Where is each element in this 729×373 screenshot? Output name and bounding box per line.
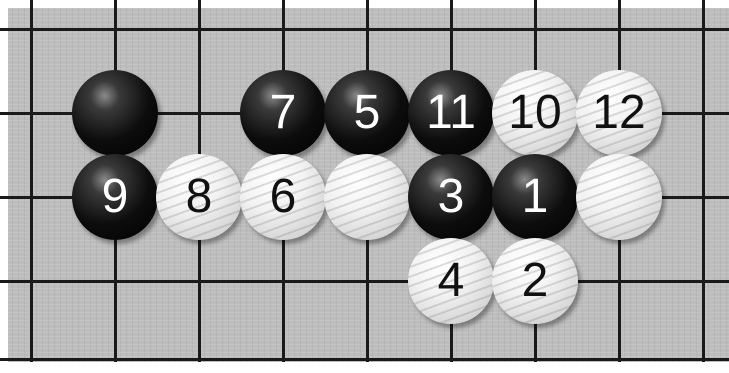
grid-line-v (702, 0, 705, 373)
black-stone: 3 (408, 154, 494, 240)
white-stone: 10 (492, 70, 578, 156)
move-number (72, 70, 158, 156)
white-stone (324, 154, 410, 240)
move-number: 3 (408, 154, 494, 240)
white-stone: 6 (240, 154, 326, 240)
move-number: 12 (576, 70, 662, 156)
board-bottom-edge (0, 362, 729, 373)
move-number: 7 (240, 70, 326, 156)
black-stone: 1 (492, 154, 578, 240)
white-stone: 12 (576, 70, 662, 156)
move-number: 4 (408, 238, 494, 324)
move-number: 6 (240, 154, 326, 240)
move-number: 2 (492, 238, 578, 324)
move-number: 5 (324, 70, 410, 156)
white-stone: 8 (156, 154, 242, 240)
move-number: 9 (72, 154, 158, 240)
black-stone: 7 (240, 70, 326, 156)
white-stone: 2 (492, 238, 578, 324)
black-stone (72, 70, 158, 156)
black-stone: 9 (72, 154, 158, 240)
grid-line-v (30, 0, 33, 373)
move-number: 11 (408, 70, 494, 156)
black-stone: 11 (408, 70, 494, 156)
move-number: 10 (492, 70, 578, 156)
white-stone (576, 154, 662, 240)
move-number: 8 (156, 154, 242, 240)
board-left-edge (0, 0, 8, 373)
move-number: 1 (492, 154, 578, 240)
white-stone: 4 (408, 238, 494, 324)
move-number (576, 154, 662, 240)
black-stone: 5 (324, 70, 410, 156)
move-number (324, 154, 410, 240)
